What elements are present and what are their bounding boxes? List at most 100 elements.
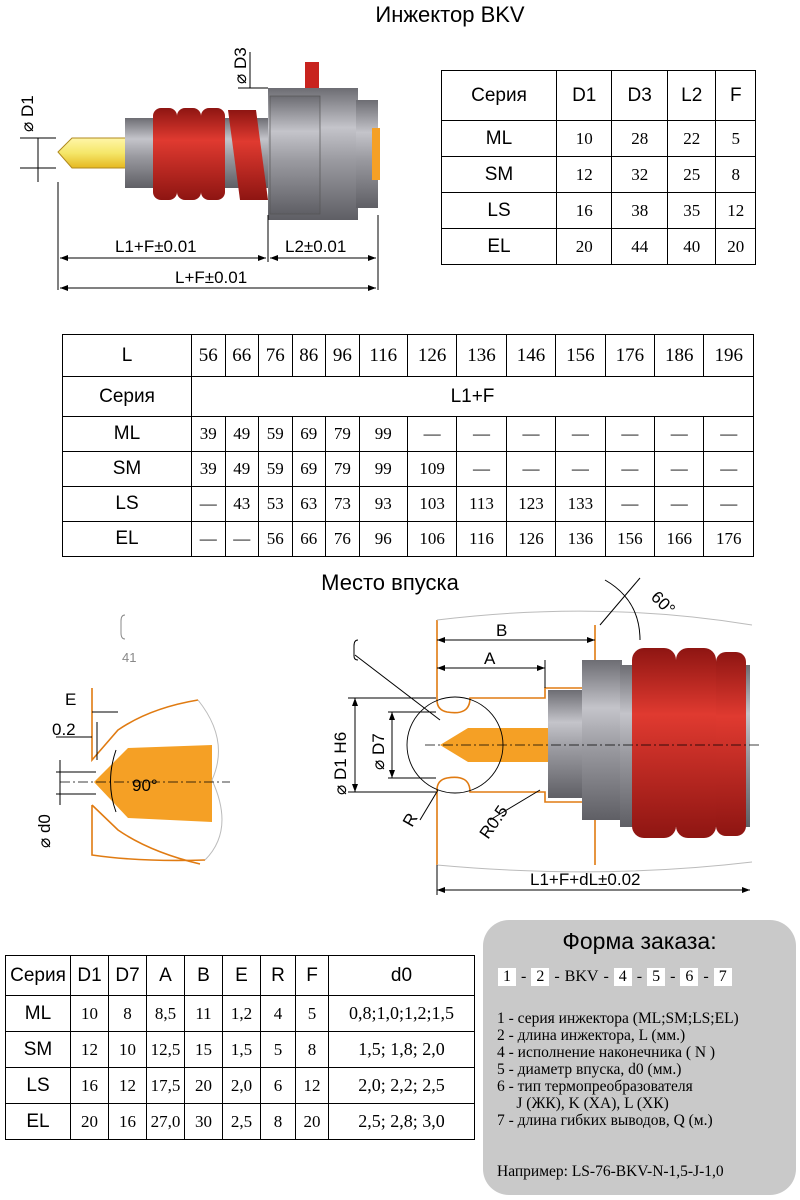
t2-cell: — [555, 416, 606, 452]
label-d1: ⌀ D1 [18, 95, 37, 132]
t2-cell: 59 [258, 416, 293, 452]
inlet-title: Место впуска [321, 570, 459, 595]
order-code: 1 - 2 - BKV - 4 - 5 - 6 - 7 [495, 968, 735, 986]
t2-cell: — [456, 416, 507, 452]
label-l2: L2±0.01 [285, 237, 346, 256]
label-b: B [496, 621, 507, 640]
t2-cell: — [703, 486, 754, 522]
t2-l-value: 116 [358, 334, 408, 377]
t2-cell: — [604, 486, 656, 522]
table-row: LS 16 12 17,5 20 2,0 6 12 2,0; 2,2; 2,5 [5, 1067, 475, 1104]
t2-cell: 63 [291, 486, 327, 522]
t2-cell: 59 [258, 451, 293, 487]
t2-cell: — [456, 451, 507, 487]
inlet-coil-2 [676, 648, 716, 838]
label-d3: ⌀ D3 [231, 47, 250, 84]
head-collar [269, 95, 321, 215]
table-row: SM 12 32 25 8 [441, 156, 756, 193]
t2-cell: — [604, 451, 656, 487]
t2-l-value: 146 [505, 334, 557, 377]
t2-cell: 113 [456, 486, 507, 522]
t2-l-value: 186 [654, 334, 705, 377]
t2-cell: — [654, 486, 705, 522]
t2-cell: 69 [291, 451, 327, 487]
t2-cell: 103 [406, 486, 458, 522]
t2-cell: 93 [358, 486, 408, 522]
yellow-tip [57, 137, 129, 169]
t2-cell: 73 [325, 486, 360, 522]
t2-l-value: 96 [325, 334, 360, 377]
label-d7: ⌀ D7 [369, 733, 388, 770]
table-row: ML 10 28 22 5 [441, 120, 756, 157]
label-total: L1+F+dL±0.02 [530, 870, 640, 889]
coil-2 [177, 108, 201, 200]
t2-cell: — [191, 521, 226, 557]
table-row: EL 20 16 27,0 30 2,5 8 20 2,5; 2,8; 3,0 [5, 1103, 475, 1140]
t2-cell: 126 [505, 521, 557, 557]
t2-series-name: SM [62, 451, 192, 487]
wire-top [305, 62, 319, 94]
inlet-coil-3 [716, 652, 746, 836]
coil-spiral [228, 110, 268, 200]
t2-cell: 96 [358, 521, 408, 557]
t2-cell: — [654, 451, 705, 487]
t2-cell: 79 [325, 451, 360, 487]
t2-cell: — [654, 416, 705, 452]
t2-l-value: 176 [604, 334, 656, 377]
label-r: R [399, 810, 422, 830]
table-row: ML 10 8 8,5 11 1,2 4 5 0,8;1,0;1,2;1,5 [5, 995, 475, 1032]
t1-h1: D1 [555, 70, 613, 121]
t2-cell: 43 [224, 486, 260, 522]
t2-l-value: 66 [224, 334, 260, 377]
order-title: Форма заказа: [562, 928, 717, 954]
t2-cell: 49 [224, 416, 260, 452]
label-60: 60° [647, 587, 679, 619]
t2-cell: — [505, 451, 557, 487]
t2-cell: 106 [406, 521, 458, 557]
label-d0: ⌀ d0 [35, 814, 54, 848]
inlet-dims-table: Серия D1 D7 A B E R F d0 ML 10 8 8,5 11 … [5, 955, 475, 1140]
series-dims-table: Серия D1 D3 L2 F ML 10 28 22 5 SM 12 32 … [441, 70, 756, 265]
t2-series-name: ML [62, 416, 192, 452]
t2-series-name: LS [62, 486, 192, 522]
t2-series-name: EL [62, 521, 192, 557]
t2-cell: 49 [224, 451, 260, 487]
t2-span-label: L1+F [191, 376, 754, 417]
note-41: 41 [122, 650, 136, 665]
table-row: EL 20 44 40 20 [441, 228, 756, 265]
t2-l-value: 56 [191, 334, 226, 377]
t2-cell: — [703, 451, 754, 487]
label-l1f: L1+F±0.01 [115, 237, 197, 256]
tip-detail-drawing: 41 E 0.2 90° ⌀ d0 [35, 614, 230, 865]
t2-l-value: 86 [291, 334, 327, 377]
t2-cell: 76 [325, 521, 360, 557]
t2-l-value: 196 [703, 334, 754, 377]
t2-l-value: 126 [406, 334, 458, 377]
t1-h0: Серия [441, 70, 557, 121]
t2-cell: 39 [191, 451, 226, 487]
t2-cell: — [555, 451, 606, 487]
t2-cell: 166 [654, 521, 705, 557]
table-row: SM 12 10 12,5 15 1,5 5 8 1,5; 1,8; 2,0 [5, 1031, 475, 1068]
t2-cell: 66 [291, 521, 327, 557]
t2-cell: 109 [406, 451, 458, 487]
t2-cell: — [703, 416, 754, 452]
t1-h3: L2 [666, 70, 717, 121]
t1-h4: F [715, 70, 756, 121]
t2-cell: 56 [258, 521, 293, 557]
t2-cell: — [505, 416, 557, 452]
inlet-body [548, 690, 584, 798]
t2-cell: 123 [505, 486, 557, 522]
label-a: A [484, 649, 496, 668]
coil-1 [153, 108, 177, 200]
inlet-drawing: 60° B A ⌀ D1 H6 ⌀ D7 R R0.5 L1+F+dL±0.02 [331, 577, 760, 895]
t2-l-label: L [62, 334, 192, 377]
t2-l-value: 156 [555, 334, 606, 377]
order-form-panel: Форма заказа: 1 - 2 - BKV - 4 - 5 - 6 - … [483, 920, 796, 1195]
t2-cell: — [604, 416, 656, 452]
t2-cell: — [406, 416, 458, 452]
